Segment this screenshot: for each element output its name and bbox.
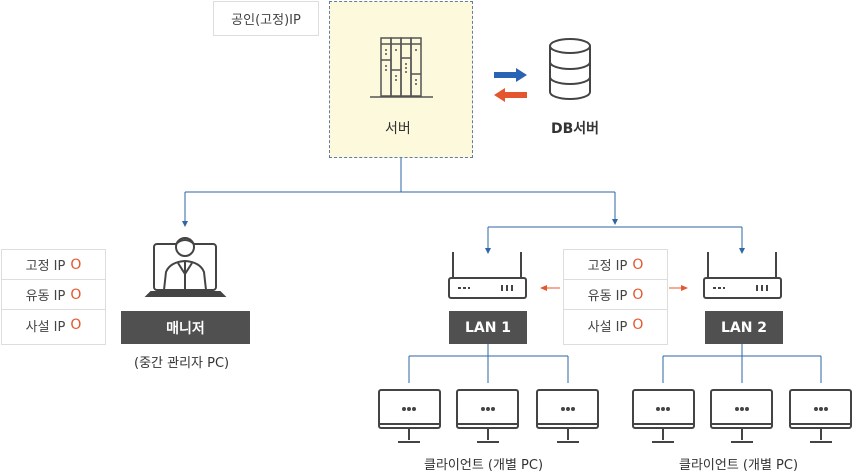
lan2-label: LAN 2 [705,311,783,344]
server-label: 서버 [385,121,411,137]
ip-check-mark: O [632,286,644,303]
client-monitors [378,389,852,443]
db-server-label: DB서버 [551,121,600,137]
public-ip-label: 공인(고정)IP [213,1,319,36]
ip-check-mark: O [70,256,82,273]
server-rack-icon [370,37,433,98]
ip-check-mark: O [632,256,644,273]
monitor-icon [536,389,599,443]
monitor-icon [632,389,695,443]
ip-check-mark: O [632,317,644,333]
sync-arrows [494,68,527,102]
ip-check-mark: O [70,286,82,303]
manager-label: 매니저 [121,311,250,344]
monitor-icon [710,389,773,443]
server-box [329,1,473,158]
monitor-icon [789,389,852,443]
ip-check-mark: O [70,317,82,333]
monitor-icon [378,389,441,443]
router-icon-lan2 [703,252,782,299]
connection-lines [182,158,822,383]
manager-icon [144,237,227,297]
monitor-icon [456,389,519,443]
router-icon-lan1 [448,252,527,299]
manager-caption: (중간 관리자 PC) [134,356,230,371]
orange-arrows [540,285,688,291]
lan1-label: LAN 1 [449,311,527,344]
database-icon [549,38,591,100]
